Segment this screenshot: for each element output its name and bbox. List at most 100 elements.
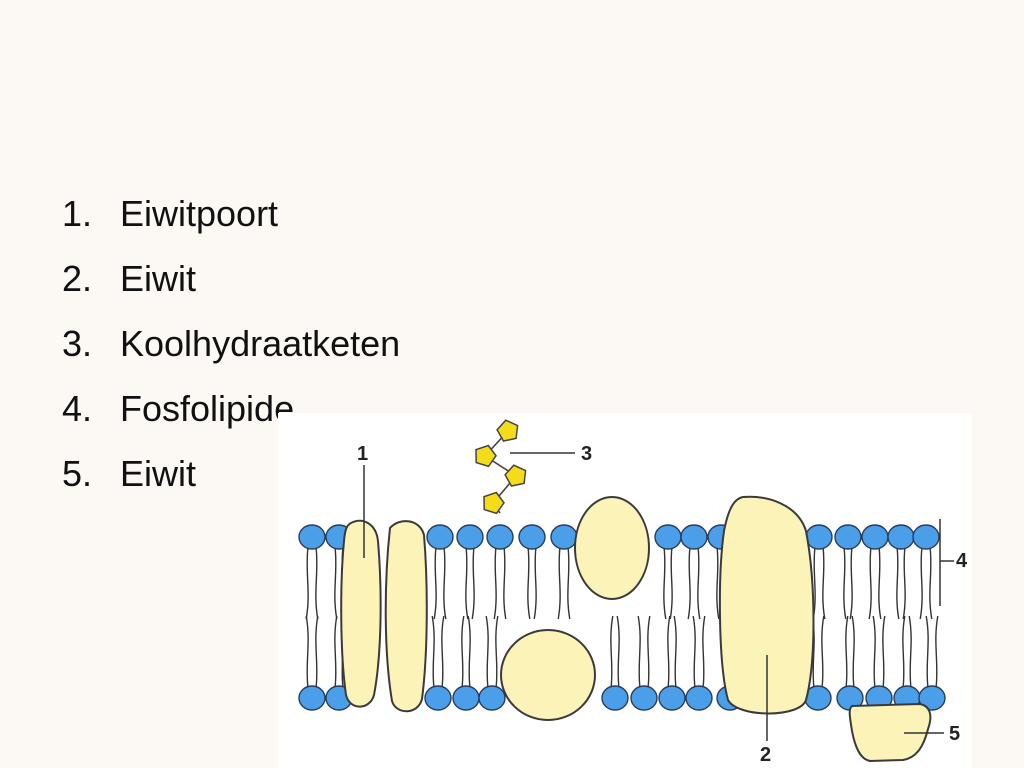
legend-text: Fosfolipide bbox=[120, 388, 295, 429]
phospholipid-tail bbox=[495, 615, 499, 689]
peripheral-protein-top bbox=[574, 496, 650, 600]
phospholipid-tail bbox=[868, 546, 872, 620]
phospholipid-tail bbox=[527, 546, 531, 620]
legend-number: 2. bbox=[62, 258, 93, 299]
legend-item: 3. Koolhydraatketen bbox=[62, 320, 400, 385]
phospholipid-tail bbox=[692, 615, 696, 689]
phospholipid-head bbox=[685, 685, 713, 711]
legend-item: 1. Eiwitpoort bbox=[62, 190, 400, 255]
legend-list: 1.Eiwitpoort 2.Eiwit 3.Koolhydraatketen … bbox=[62, 190, 400, 515]
legend-number: 3. bbox=[62, 323, 93, 364]
phospholipid-tail bbox=[503, 546, 507, 620]
legend-text: Eiwit bbox=[120, 258, 197, 299]
phospholipid-head bbox=[601, 685, 629, 711]
legend-item: 2. Eiwit bbox=[62, 255, 400, 320]
phospholipid-tail bbox=[716, 546, 720, 620]
phospholipid-head bbox=[426, 524, 454, 550]
callout-label-2: 2 bbox=[760, 744, 771, 766]
phospholipid-tail bbox=[882, 615, 886, 689]
callout-label-3: 3 bbox=[581, 443, 592, 465]
phospholipid-head bbox=[478, 685, 506, 711]
phospholipid-head bbox=[456, 524, 484, 550]
phospholipid-tail bbox=[567, 546, 571, 620]
legend-text: Koolhydraatketen bbox=[120, 323, 401, 364]
phospholipid-tail bbox=[919, 546, 923, 620]
phospholipid-tail bbox=[687, 546, 691, 620]
phospholipid-head bbox=[298, 685, 326, 711]
phospholipid-tail bbox=[878, 546, 882, 620]
phospholipid-tail bbox=[334, 615, 338, 689]
phospholipid-tail bbox=[851, 615, 855, 689]
phospholipid-tail bbox=[441, 615, 445, 689]
phospholipid-head bbox=[887, 524, 915, 550]
phospholipid-tail bbox=[610, 615, 614, 689]
phospholipid-tail bbox=[334, 546, 338, 620]
phospholipid-tail bbox=[485, 615, 489, 689]
phospholipid-head bbox=[834, 524, 862, 550]
phospholipid-tail bbox=[667, 615, 671, 689]
legend-number: 5. bbox=[62, 453, 93, 494]
legend-number: 1. bbox=[62, 193, 93, 234]
callout-label-4: 4 bbox=[956, 550, 968, 572]
callouts: 1 2 3 4 5 bbox=[357, 443, 968, 766]
phospholipid-tail bbox=[925, 615, 929, 689]
phospholipid-tail bbox=[673, 615, 677, 689]
phospholipid-tail bbox=[908, 615, 912, 689]
legend-item: 4.Fosfolipide bbox=[62, 385, 400, 450]
phospholipid-head bbox=[861, 524, 889, 550]
phospholipid-tail bbox=[845, 615, 849, 689]
phospholipid-tail bbox=[305, 546, 309, 620]
phospholipid-tail bbox=[697, 546, 701, 620]
sugar-molecule bbox=[504, 464, 527, 487]
channel-protein-left bbox=[340, 519, 382, 708]
legend-text: Eiwitpoort bbox=[120, 193, 279, 234]
phospholipid-head bbox=[518, 524, 546, 550]
phospholipid-tail bbox=[315, 615, 319, 689]
proteins bbox=[340, 495, 932, 763]
phospholipid-head bbox=[630, 685, 658, 711]
phospholipid-tail bbox=[843, 546, 847, 620]
phospholipid-head bbox=[918, 685, 946, 711]
callout-label-1: 1 bbox=[357, 443, 368, 465]
phospholipid-tail bbox=[822, 546, 826, 620]
cell-membrane-diagram: 1 2 3 4 5 bbox=[278, 413, 972, 768]
phospholipid-tail bbox=[896, 546, 900, 620]
callout-label-5: 5 bbox=[949, 723, 960, 745]
phospholipid-tail bbox=[647, 615, 651, 689]
phospholipid-tail bbox=[935, 615, 939, 689]
phospholipid-head bbox=[550, 524, 578, 550]
phospholipid-tail bbox=[902, 546, 906, 620]
phospholipid-tail bbox=[637, 615, 641, 689]
channel-protein-right bbox=[384, 520, 428, 713]
phospholipid-head bbox=[805, 524, 833, 550]
phospholipid-head bbox=[298, 524, 326, 550]
phospholipid-tail bbox=[872, 615, 876, 689]
phospholipid-tail bbox=[533, 546, 537, 620]
phospholipid-tail bbox=[849, 546, 853, 620]
peripheral-protein-bottom bbox=[500, 629, 596, 721]
phospholipid-tail bbox=[929, 546, 933, 620]
sugar-molecule bbox=[483, 491, 505, 515]
phospholipid-head bbox=[424, 685, 452, 711]
phospholipid-tail bbox=[467, 615, 471, 689]
phospholipid-tail bbox=[902, 615, 906, 689]
sugar-molecule bbox=[496, 419, 519, 442]
legend-text: Eiwit bbox=[120, 453, 197, 494]
phospholipid-tail bbox=[433, 546, 437, 620]
phospholipid-tail bbox=[557, 546, 561, 620]
phospholipid-head bbox=[912, 524, 940, 550]
integral-protein bbox=[718, 495, 815, 715]
phospholipid-tail bbox=[461, 615, 465, 689]
phospholipid-tail bbox=[443, 546, 447, 620]
phospholipid-heads bbox=[298, 524, 946, 711]
callout-bracket-4 bbox=[939, 519, 954, 606]
phospholipid-tail bbox=[471, 546, 475, 620]
phospholipid-tail bbox=[702, 615, 706, 689]
phospholipid-head bbox=[452, 685, 480, 711]
phospholipid-tail bbox=[616, 615, 620, 689]
phospholipid-tail bbox=[669, 546, 673, 620]
sugar-molecule bbox=[475, 444, 497, 468]
phospholipid-tail bbox=[663, 546, 667, 620]
phospholipid-tail bbox=[465, 546, 469, 620]
phospholipid-head bbox=[680, 524, 708, 550]
